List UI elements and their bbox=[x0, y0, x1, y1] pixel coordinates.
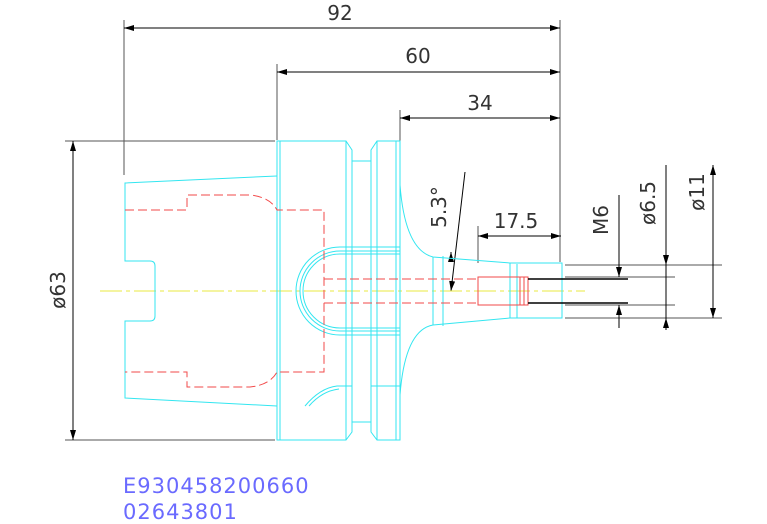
part-code-line2: 02643801 bbox=[123, 500, 238, 524]
dim-line-angle bbox=[449, 171, 466, 292]
thread-lines bbox=[528, 278, 628, 304]
dim-text-17-5: 17.5 bbox=[494, 209, 539, 233]
extension-lines bbox=[65, 20, 722, 441]
dim-text-92: 92 bbox=[327, 1, 352, 25]
part-code-line1: E930458200660 bbox=[123, 474, 310, 498]
dim-text-6-5: ø6.5 bbox=[636, 181, 660, 225]
dim-text-m6: M6 bbox=[589, 205, 613, 235]
dim-text-11: ø11 bbox=[685, 173, 709, 211]
dim-text-angle: 5.3° bbox=[427, 186, 451, 228]
dimension-lines bbox=[70, 25, 716, 440]
dim-text-63: ø63 bbox=[46, 271, 70, 309]
dim-text-60: 60 bbox=[405, 44, 430, 68]
dim-text-34: 34 bbox=[467, 91, 492, 115]
part-outline bbox=[124, 140, 563, 441]
